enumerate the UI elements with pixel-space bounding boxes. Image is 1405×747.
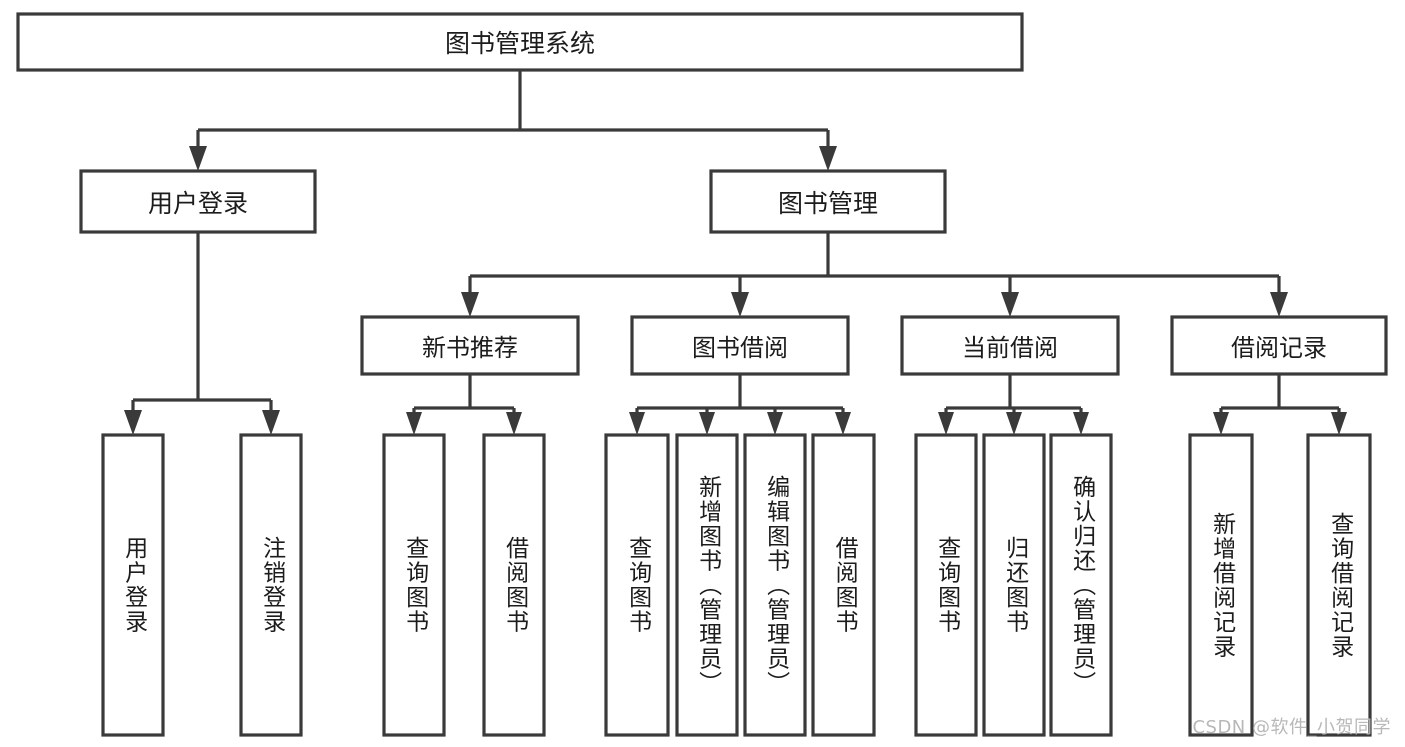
- arrowhead-bb-2: [767, 412, 783, 435]
- leaf-box-new-book-1[interactable]: [482, 433, 546, 737]
- node-box-root[interactable]: [16, 12, 1024, 72]
- node-box-current-borrow[interactable]: [900, 315, 1120, 376]
- node-box-new-book-recommend[interactable]: [360, 315, 580, 376]
- leaf-box-user-login-1[interactable]: [239, 433, 303, 737]
- arrowhead-bb-3: [835, 412, 851, 435]
- leaf-box-borrow-record-1[interactable]: [1306, 433, 1372, 737]
- arrowhead-bm-2: [1001, 292, 1019, 317]
- leaf-box-borrow-record-0[interactable]: [1188, 433, 1254, 737]
- leaf-box-current-borrow-1[interactable]: [982, 433, 1046, 737]
- arrowhead-user-login-0: [124, 410, 142, 435]
- csdn-watermark: CSDN @软件_小贺同学: [1192, 717, 1391, 738]
- leaf-box-book-borrow-3[interactable]: [811, 433, 876, 737]
- arrowhead-cb-1: [1006, 412, 1022, 435]
- arrowhead-bb-1: [699, 412, 715, 435]
- leaf-box-user-login-0[interactable]: [101, 433, 165, 737]
- arrowhead-bm-3: [1270, 292, 1288, 317]
- node-box-book-management[interactable]: [709, 169, 947, 234]
- arrowhead-bb-0: [629, 412, 645, 435]
- arrowhead-new-book-0: [406, 412, 422, 435]
- leaf-box-book-borrow-0[interactable]: [604, 433, 670, 737]
- arrowhead-cb-2: [1073, 412, 1089, 435]
- arrowhead-root-to-book-management: [819, 146, 837, 171]
- node-box-book-borrow[interactable]: [630, 315, 850, 376]
- arrowhead-br-1: [1331, 412, 1347, 435]
- node-box-user-login[interactable]: [79, 169, 317, 234]
- arrowhead-br-0: [1213, 412, 1229, 435]
- arrowhead-new-book-1: [506, 412, 522, 435]
- node-box-borrow-record[interactable]: [1170, 315, 1388, 376]
- leaf-box-current-borrow-0[interactable]: [914, 433, 978, 737]
- arrowhead-user-login-1: [262, 410, 280, 435]
- arrowhead-cb-0: [938, 412, 954, 435]
- leaf-box-current-borrow-2[interactable]: [1049, 433, 1113, 737]
- arrowhead-bm-1: [731, 292, 749, 317]
- arrowhead-bm-0: [461, 292, 479, 317]
- leaf-box-book-borrow-1[interactable]: [675, 433, 739, 737]
- arrowhead-root-to-user-login: [189, 146, 207, 171]
- leaf-box-new-book-0[interactable]: [382, 433, 446, 737]
- leaf-box-book-borrow-2[interactable]: [743, 433, 807, 737]
